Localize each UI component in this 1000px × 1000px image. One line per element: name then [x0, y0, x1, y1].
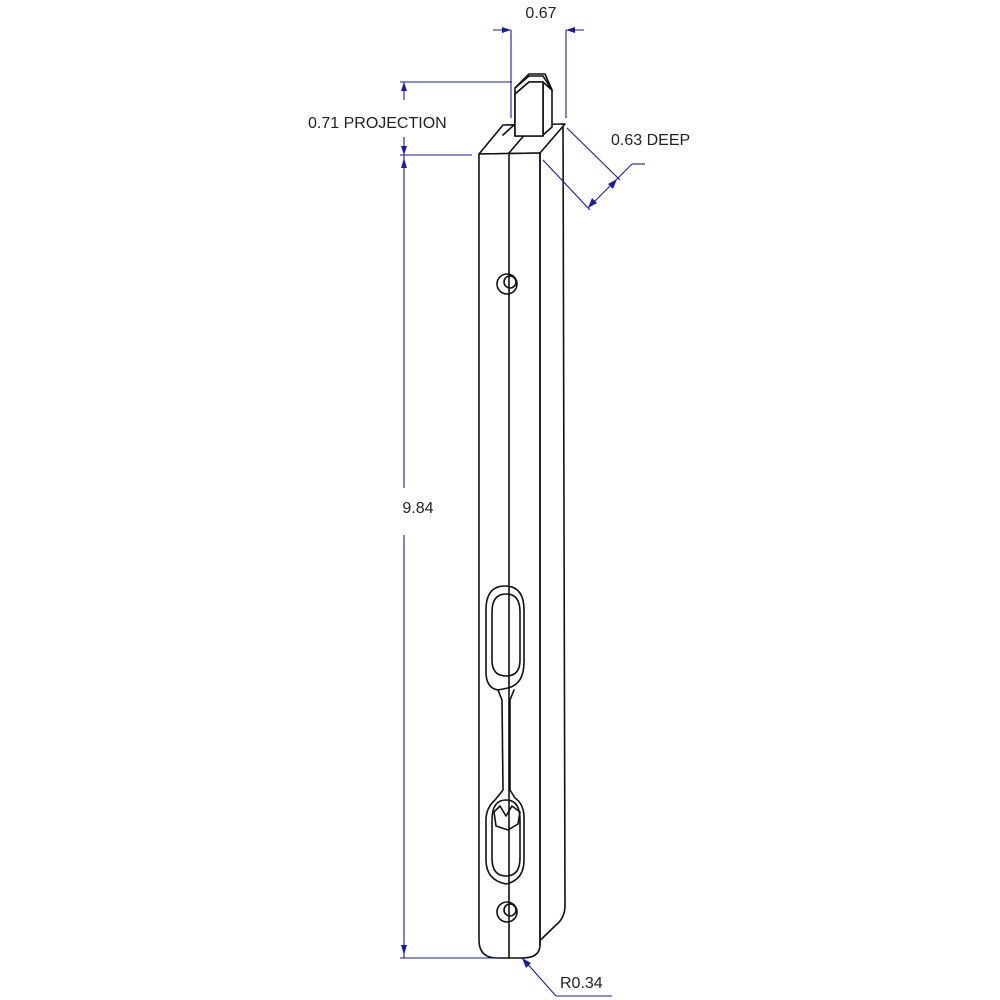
dim-label-projection: 0.71 PROJECTION: [308, 115, 447, 132]
screw-hole-bottom: [496, 901, 518, 923]
screw-hole-top: [496, 273, 518, 295]
tip-side: [542, 81, 553, 136]
tip-top: [514, 73, 553, 95]
dim-projection: 0.71 PROJECTION: [308, 81, 512, 156]
upper-slot: [485, 585, 525, 691]
dim-tip-width: 0.67: [493, 5, 584, 118]
tip-front-face: [514, 81, 544, 137]
dim-label-tip-width: 0.67: [525, 5, 556, 22]
dim-length: 9.84: [400, 154, 500, 959]
dim-label-depth: 0.63 DEEP: [611, 132, 690, 149]
dim-radius: R0.34: [522, 958, 612, 997]
dim-label-length: 9.84: [402, 500, 433, 517]
bolt-body: [478, 123, 566, 959]
thumb-turn-channel: [485, 689, 525, 885]
bolt-tip: [514, 73, 553, 137]
dim-label-radius: R0.34: [560, 975, 603, 992]
dim-depth: 0.63 DEEP: [542, 127, 690, 211]
